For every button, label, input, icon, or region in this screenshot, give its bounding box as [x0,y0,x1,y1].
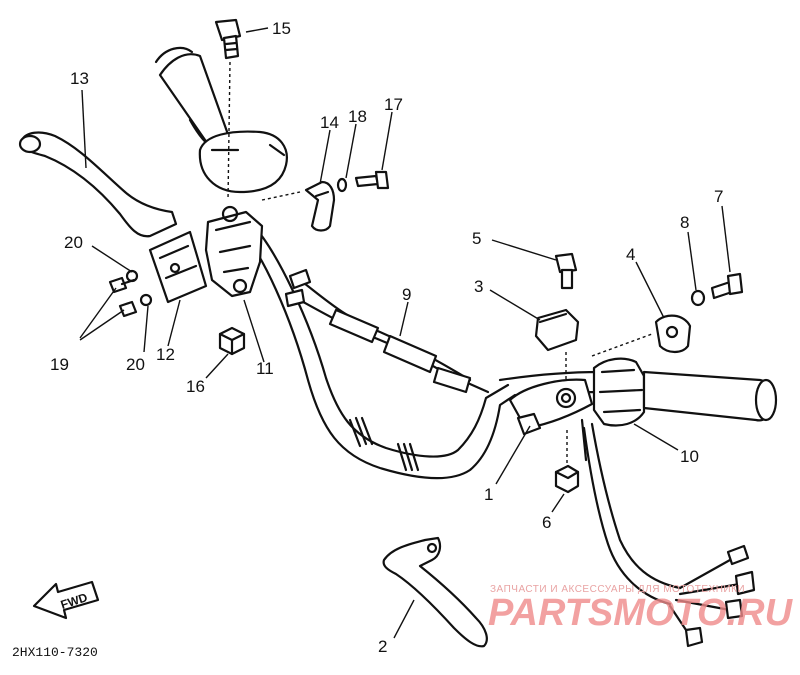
fwd-arrow: FWD [32,580,100,620]
screw-5 [554,252,578,290]
callout-2: 2 [378,637,387,656]
right-grip [642,370,778,422]
right-switch-housing [592,357,646,427]
callout-19: 19 [50,355,69,374]
callout-16: 16 [186,377,205,396]
left-lever [18,131,178,238]
wire-harness [580,418,756,648]
callout-15: 15 [272,19,291,38]
washer-8 [690,289,706,307]
callouts: 15 13 14 18 17 20 19 20 12 11 16 9 5 3 4… [50,19,723,656]
callout-5: 5 [472,229,481,248]
callout-18: 18 [348,107,367,126]
bracket-4 [654,314,692,354]
callout-20-upper: 20 [64,233,83,252]
callout-11: 11 [256,359,274,378]
bolt-17 [354,170,390,190]
callout-14: 14 [320,113,339,132]
callout-13: 13 [70,69,89,88]
callout-1: 1 [484,485,493,504]
callout-20-lower: 20 [126,355,145,374]
watermark-brand: PARTSMOTO.RU [488,592,794,634]
callout-17: 17 [384,95,403,114]
lever-holder-right [508,378,594,436]
callout-4: 4 [626,245,635,264]
callout-8: 8 [680,213,689,232]
callout-6: 6 [542,513,551,532]
cable-9 [284,268,490,394]
callout-9: 9 [402,285,411,304]
left-screws [108,269,153,318]
watermark-tagline: ЗАПЧАСТИ И АКСЕССУАРЫ ДЛЯ МОТОТЕХНИКИ [490,584,745,595]
washer-18 [336,177,348,193]
callout-3: 3 [474,277,483,296]
bolt-15 [214,18,242,201]
switch-plate [148,230,208,304]
leader-lines [79,27,731,639]
callout-7: 7 [714,187,723,206]
lever-holder-left [204,205,264,298]
nut-6 [554,430,580,494]
callout-10: 10 [680,447,699,466]
left-bracket [198,130,288,194]
clamp-14 [304,180,336,232]
bolt-7 [710,272,744,300]
callout-12: 12 [156,345,175,364]
right-lever [382,536,488,648]
switch-3 [534,308,580,380]
diagram-part-code: 2HX110-7320 [12,645,98,660]
nut-16 [218,326,246,356]
watermark: ЗАПЧАСТИ И АКСЕССУАРЫ ДЛЯ МОТОТЕХНИКИ PA… [488,584,794,634]
